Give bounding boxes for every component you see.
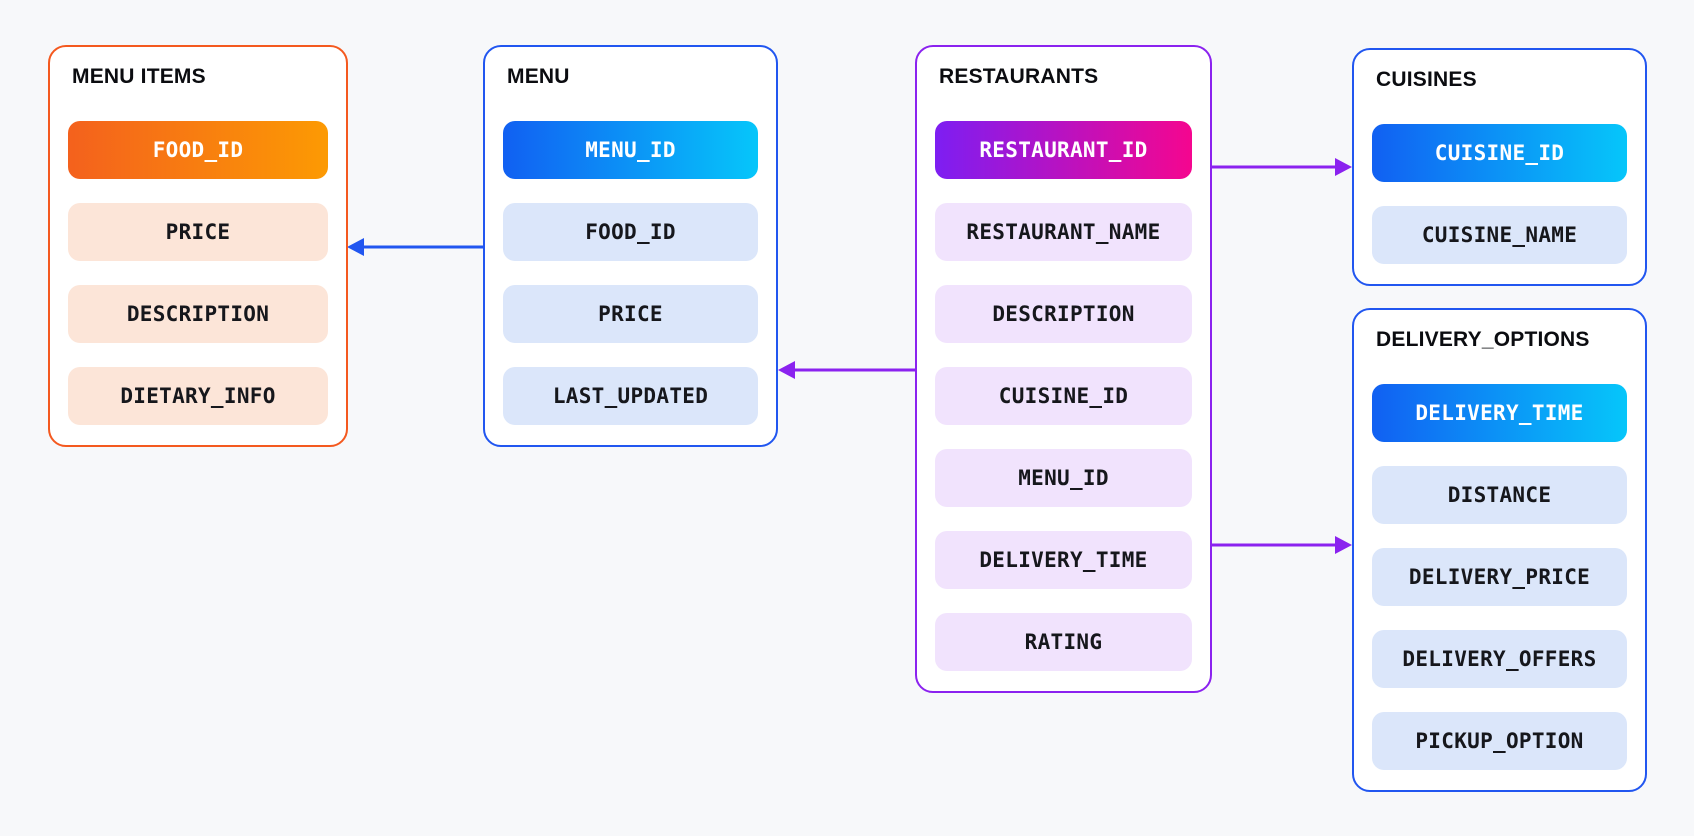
field-delivery_offers: DELIVERY_OFFERS xyxy=(1372,630,1627,688)
field-list: CUISINE_ID CUISINE_NAME xyxy=(1372,124,1627,264)
field-food_id: FOOD_ID xyxy=(503,203,758,261)
key-field-cuisine_id: CUISINE_ID xyxy=(1372,124,1627,182)
table-restaurants[interactable]: RESTAURANTS RESTAURANT_ID RESTAURANT_NAME… xyxy=(915,45,1212,693)
relationship-arrowhead-restaurants-cuisines xyxy=(1335,158,1352,176)
field-dietary_info: DIETARY_INFO xyxy=(68,367,328,425)
relationship-arrowhead-menu-menu_items xyxy=(347,238,364,256)
table-title-restaurants: RESTAURANTS xyxy=(939,65,1099,88)
field-list: RESTAURANT_ID RESTAURANT_NAME DESCRIPTION C… xyxy=(935,121,1192,671)
relationship-arrowhead-restaurants-delivery_options xyxy=(1335,536,1352,554)
table-title-cuisines: CUISINES xyxy=(1376,68,1477,91)
relationship-arrowhead-restaurants-menu xyxy=(778,361,795,379)
table-cuisines[interactable]: CUISINES CUISINE_ID CUISINE_NAME xyxy=(1352,48,1647,286)
table-title-menu: MENU xyxy=(507,65,570,88)
key-field-delivery_time: DELIVERY_TIME xyxy=(1372,384,1627,442)
field-restaurant_name: RESTAURANT_NAME xyxy=(935,203,1192,261)
table-menu[interactable]: MENU MENU_ID FOOD_ID PRICE LAST_UPDATED xyxy=(483,45,778,447)
key-field-food_id: FOOD_ID xyxy=(68,121,328,179)
table-title-menu-items: MENU ITEMS xyxy=(72,65,206,88)
field-list: DELIVERY_TIME DISTANCE DELIVERY_PRICE DELIV… xyxy=(1372,384,1627,770)
field-description: DESCRIPTION xyxy=(68,285,328,343)
field-delivery_price: DELIVERY_PRICE xyxy=(1372,548,1627,606)
key-field-menu_id: MENU_ID xyxy=(503,121,758,179)
field-pickup_option: PICKUP_OPTION xyxy=(1372,712,1627,770)
key-field-restaurant_id: RESTAURANT_ID xyxy=(935,121,1192,179)
field-distance: DISTANCE xyxy=(1372,466,1627,524)
field-menu_id: MENU_ID xyxy=(935,449,1192,507)
field-rating: RATING xyxy=(935,613,1192,671)
field-price: PRICE xyxy=(68,203,328,261)
table-menu-items[interactable]: MENU ITEMS FOOD_ID PRICE DESCRIPTION DIETAR… xyxy=(48,45,348,447)
field-price: PRICE xyxy=(503,285,758,343)
table-title-delivery-options: DELIVERY_OPTIONS xyxy=(1376,328,1590,351)
field-delivery_time: DELIVERY_TIME xyxy=(935,531,1192,589)
field-list: FOOD_ID PRICE DESCRIPTION DIETARY_INFO xyxy=(68,121,328,425)
field-cuisine_id: CUISINE_ID xyxy=(935,367,1192,425)
field-last_updated: LAST_UPDATED xyxy=(503,367,758,425)
field-list: MENU_ID FOOD_ID PRICE LAST_UPDATED xyxy=(503,121,758,425)
field-description: DESCRIPTION xyxy=(935,285,1192,343)
field-cuisine_name: CUISINE_NAME xyxy=(1372,206,1627,264)
